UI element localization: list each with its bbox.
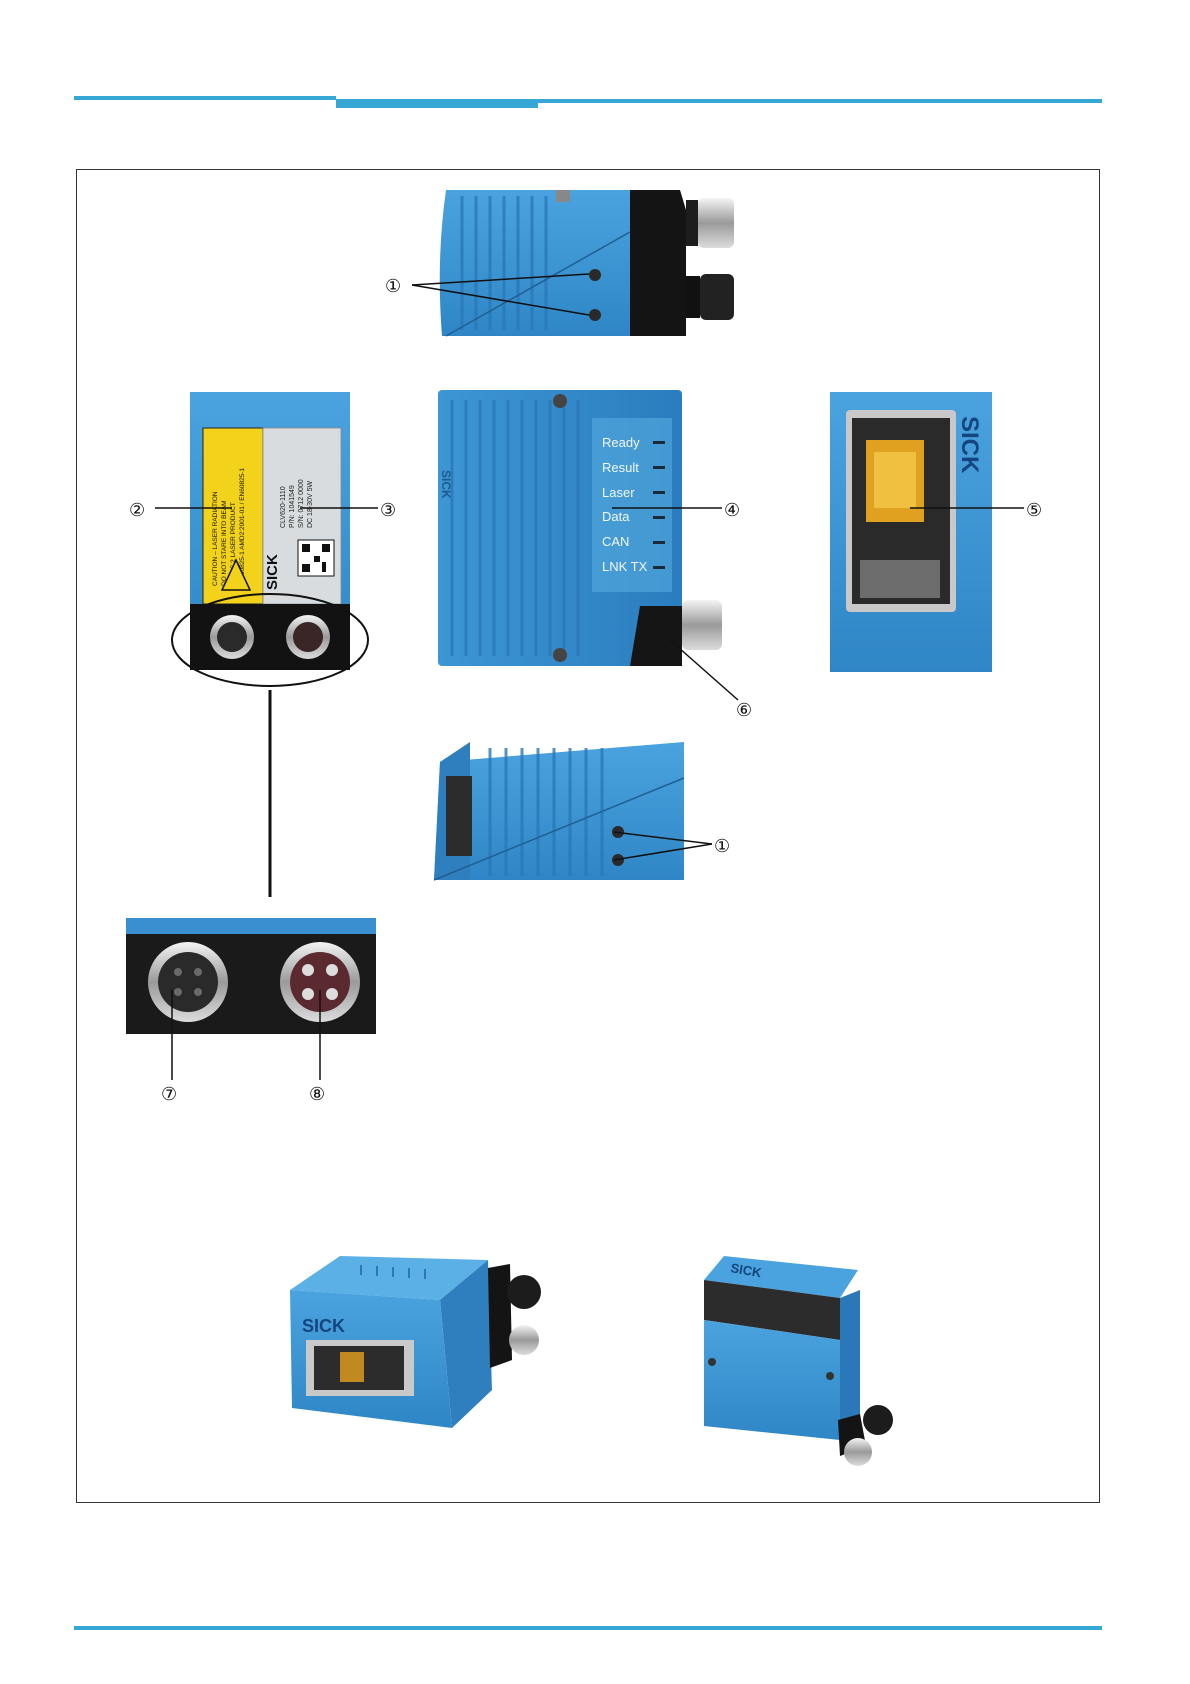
laser-label-line: DO NOT STARE INTO BEAM [221,500,228,586]
led-label-laser: Laser [602,485,635,500]
callout-number: ⑥ [736,700,752,721]
led-label-result: Result [602,460,639,475]
sick-logo: SICK [264,554,281,590]
type-label-line: S/N: 0712 0000 [298,479,305,528]
callout-number: ⑧ [309,1084,325,1105]
led-indicator [653,466,665,469]
callout-number: ③ [380,500,396,521]
callout-number: ④ [724,500,740,521]
label-view: CAUTION – LASER RADIATION DO NOT STARE I… [172,392,368,897]
qr-code-icon [298,540,334,576]
connector-closeup [126,918,376,1034]
sick-logo-persp: SICK [302,1316,345,1336]
reading-window [446,776,472,856]
type-label-line: DC 18-30V 5W [307,481,314,528]
led-label-ready: Ready [602,435,640,450]
callout-number: ① [385,276,401,297]
callout-number: ⑤ [1026,500,1042,521]
led-indicator [653,541,665,544]
perspective-view-rear: SICK [704,1256,893,1466]
laser-label-line: CAUTION – LASER RADIATION [212,491,219,586]
led-indicator [653,491,665,494]
callout-number: ① [714,836,730,857]
reading-window-view: SICK [830,392,992,672]
led-indicator [653,566,665,569]
side-view-bottom [434,742,684,880]
type-label-line: CLV620-1110 [280,486,287,528]
footer-rule [74,1626,1102,1630]
led-label-can: CAN [602,534,629,549]
type-label-line: P/N: 1041549 [289,485,296,528]
perspective-view-front: SICK [290,1256,541,1428]
callout-number: ② [129,500,145,521]
led-view: SICK Ready Result Laser Data CAN LNK TX [438,390,722,666]
led-indicator [653,516,665,519]
led-indicator [653,441,665,444]
led-label-lnk-tx: LNK TX [602,559,648,574]
sick-logo-window: SICK [956,416,983,474]
callout-6: ⑥ [670,640,752,721]
sick-logo-side: SICK [439,470,453,499]
led-label-data: Data [602,509,630,524]
callout-number: ⑦ [161,1084,177,1105]
